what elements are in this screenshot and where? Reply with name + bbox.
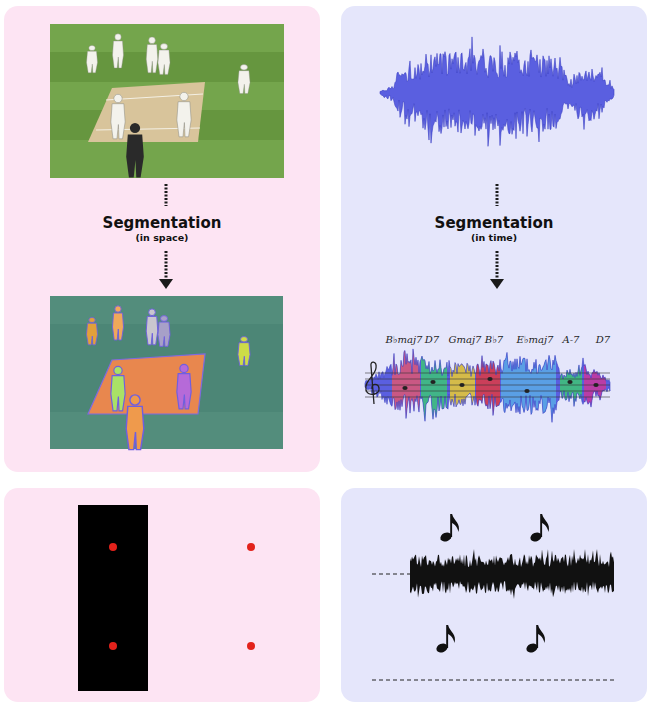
cricket-photo <box>50 24 284 178</box>
bottom-left-panel <box>4 488 320 702</box>
red-dots <box>109 543 255 650</box>
chord-label: A-7 <box>563 334 580 345</box>
step-title: Segmentation <box>341 214 647 232</box>
panel-caption: Segmentation(in space) <box>4 214 320 244</box>
chord-label: D7 <box>425 334 439 345</box>
chord-label: D7 <box>596 334 610 345</box>
black-bar <box>78 505 148 691</box>
dashed-baseline <box>372 680 614 681</box>
chord-label: B♭maj7 <box>386 334 423 345</box>
panel: Segmentation(in time)B♭maj7D7Gmaj7B♭7E♭m… <box>341 6 647 472</box>
audio-waveform <box>380 37 614 146</box>
step-title: Segmentation <box>4 214 320 232</box>
bottom-right-panel <box>341 488 647 702</box>
panel: Segmentation(in space) <box>4 6 320 472</box>
chord-label: B♭7 <box>485 334 503 345</box>
step-subtitle: (in time) <box>341 232 647 244</box>
noise-waveform <box>410 549 614 599</box>
step-subtitle: (in space) <box>4 232 320 244</box>
segmented-waveform <box>365 340 610 430</box>
treble-clef <box>366 362 379 404</box>
segmented-photo <box>50 296 283 450</box>
chord-label: E♭maj7 <box>517 334 554 345</box>
panel-caption: Segmentation(in time) <box>341 214 647 244</box>
chord-label: Gmaj7 <box>449 334 482 345</box>
music-notes <box>435 514 549 654</box>
